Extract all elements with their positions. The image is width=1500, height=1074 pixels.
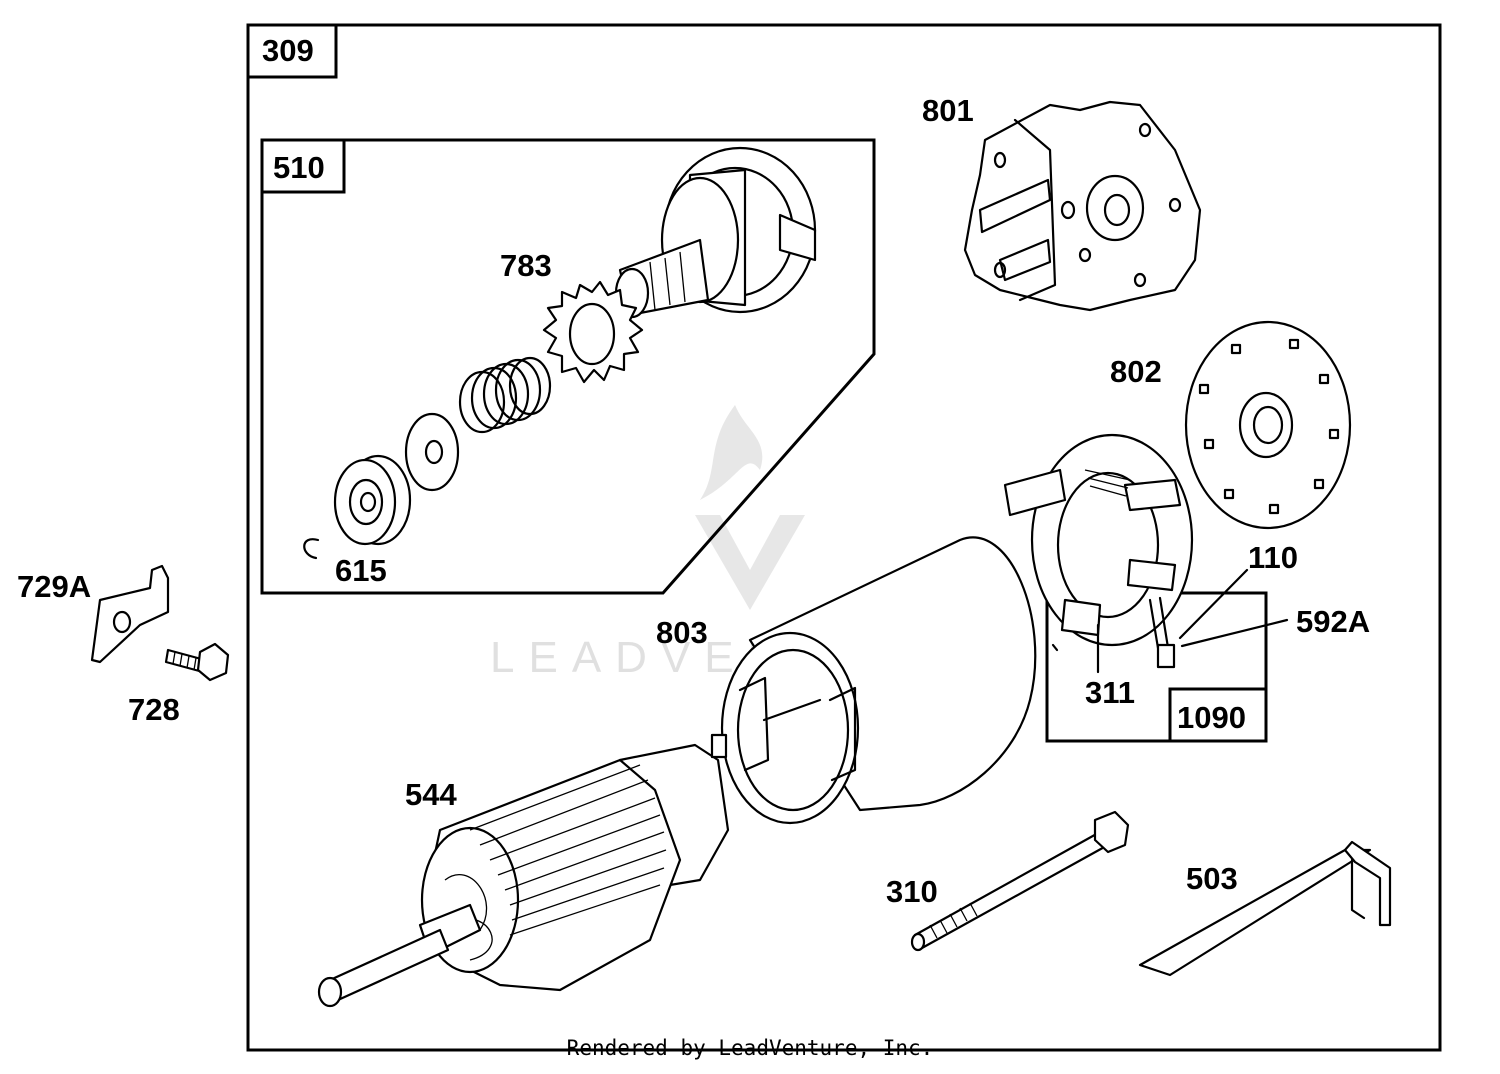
retaining-ring-part bbox=[303, 538, 320, 560]
label-503: 503 bbox=[1186, 861, 1238, 896]
screw-728-part bbox=[164, 642, 230, 682]
washer-part bbox=[404, 412, 460, 492]
brush-group-tag bbox=[1168, 687, 1268, 743]
render-credit: Rendered by LeadVenture, Inc. bbox=[566, 1036, 934, 1060]
label-310: 310 bbox=[886, 874, 938, 909]
bracket-503-part bbox=[1138, 840, 1392, 977]
label-110: 110 bbox=[1248, 540, 1298, 575]
watermark-logo bbox=[695, 405, 805, 610]
label-615: 615 bbox=[335, 553, 387, 588]
brush-group-label: 1090 bbox=[1177, 700, 1246, 735]
label-544: 544 bbox=[405, 777, 457, 812]
brush-holder-part bbox=[1003, 433, 1194, 669]
outer-group-label: 309 bbox=[262, 33, 314, 68]
bracket-729a-part bbox=[90, 564, 170, 664]
end-cap-801-part bbox=[963, 100, 1202, 312]
label-311: 311 bbox=[1085, 675, 1135, 710]
label-728: 728 bbox=[128, 692, 180, 727]
motor-housing-803-part bbox=[720, 536, 1037, 825]
spring-part bbox=[458, 356, 552, 434]
label-801: 801 bbox=[922, 93, 974, 128]
drive-clutch-part bbox=[614, 146, 817, 319]
drive-group-label: 510 bbox=[273, 150, 325, 185]
label-592a: 592A bbox=[1296, 604, 1370, 639]
label-802: 802 bbox=[1110, 354, 1162, 389]
label-783: 783 bbox=[500, 248, 552, 283]
through-bolt-310-part bbox=[910, 810, 1130, 952]
drive-group-tag bbox=[260, 138, 346, 194]
armature-544-part bbox=[317, 733, 730, 1008]
end-plate-802-part bbox=[1184, 320, 1352, 530]
outer-group-tag bbox=[246, 23, 338, 79]
outer-group-frame bbox=[246, 23, 1442, 1052]
label-729a: 729A bbox=[17, 569, 91, 604]
label-803: 803 bbox=[656, 615, 708, 650]
drive-group-frame bbox=[260, 138, 876, 595]
stop-collar-part bbox=[333, 454, 412, 546]
pinion-gear-part bbox=[542, 280, 644, 384]
leader-lines bbox=[1051, 568, 1289, 674]
